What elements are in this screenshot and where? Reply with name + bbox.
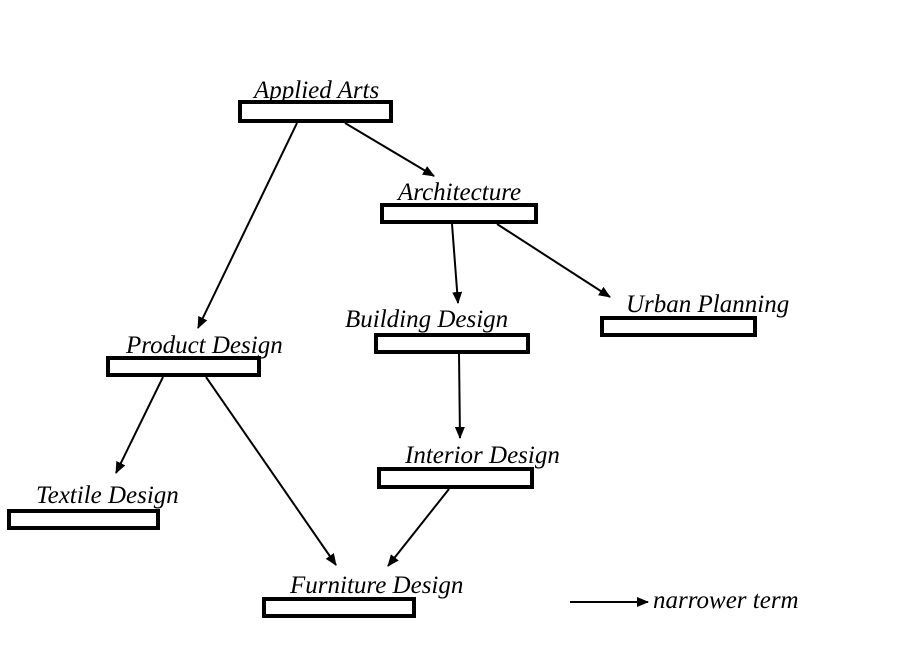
node-box [380,203,538,224]
edge-applied-arts-to-product-design [197,122,298,329]
node-box [106,356,261,377]
edge-product-design-to-furniture-design [205,376,337,566]
edge-applied-arts-to-architecture [344,122,435,177]
node-box [377,467,534,489]
node-box [238,100,393,123]
edge-interior-design-to-furniture-design [387,488,450,567]
edge-building-design-to-interior-design [454,353,465,439]
node-box [262,597,416,618]
legend-label: narrower term [653,587,799,614]
node-label: Applied Arts [252,77,379,104]
edge-architecture-to-building-design [451,223,463,304]
node-label: Interior Design [404,442,560,469]
legend: narrower term [570,587,799,614]
node-label: Furniture Design [289,572,463,599]
node-label: Building Design [345,306,508,333]
node-label: Urban Planning [626,291,789,318]
node-textile-design: Textile Design [7,482,179,530]
node-box [600,316,757,337]
node-product-design: Product Design [106,332,283,377]
node-box [7,509,160,530]
node-label: Architecture [396,179,521,206]
edge-architecture-to-urban-planning [496,223,611,298]
node-architecture: Architecture [380,179,538,224]
node-label: Textile Design [36,482,179,509]
node-interior-design: Interior Design [377,442,560,489]
node-applied-arts: Applied Arts [238,77,393,123]
edge-product-design-to-textile-design [115,376,164,474]
node-label: Product Design [125,332,283,359]
node-furniture-design: Furniture Design [262,572,463,618]
node-box [374,333,530,354]
node-building-design: Building Design [345,306,530,354]
node-urban-planning: Urban Planning [600,291,789,337]
